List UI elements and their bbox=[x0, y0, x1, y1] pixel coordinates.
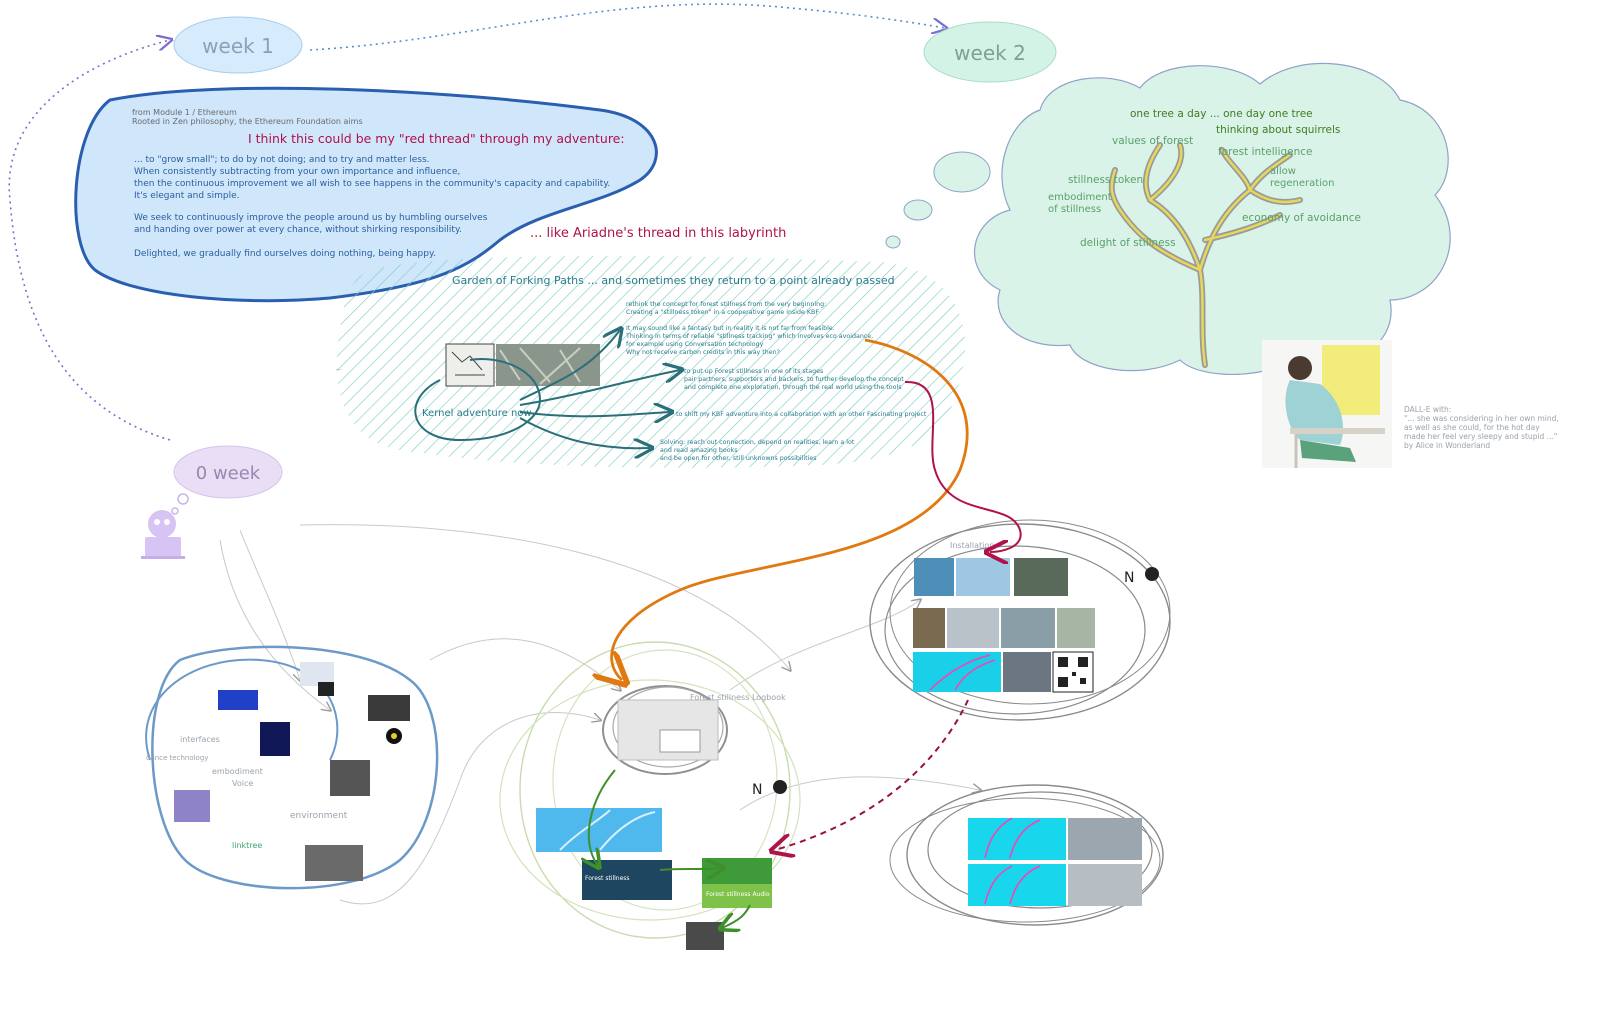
bw-photo-thumbnail[interactable] bbox=[330, 760, 370, 796]
label-interfaces: interfaces bbox=[180, 735, 220, 744]
quote-line-6: and handing over power at every chance, … bbox=[134, 225, 462, 235]
week1-text: week 1 bbox=[202, 34, 274, 58]
garden-note-6: to put up Forest stillness in one of its… bbox=[684, 368, 823, 375]
install-photo-6[interactable] bbox=[1001, 608, 1055, 648]
tree-intelligence-label: forest intelligence bbox=[1218, 146, 1313, 158]
tree-embodiment-label-2: of stillness bbox=[1048, 204, 1101, 215]
sketch-thumbnail[interactable] bbox=[446, 344, 494, 386]
video-call-thumbnail[interactable] bbox=[368, 695, 410, 721]
tree-allow-label-1: allow bbox=[1270, 166, 1296, 177]
label-linktree: linktree bbox=[232, 841, 262, 850]
quote-line-3: then the continuous improvement we all w… bbox=[134, 179, 610, 189]
week-connector-1-to-2 bbox=[310, 4, 945, 50]
small-bw-thumbnail[interactable] bbox=[686, 922, 724, 950]
article-title: Forest stillness bbox=[585, 875, 630, 882]
yellow-dot-center bbox=[391, 733, 397, 739]
quote-line-5: We seek to continuously improve the peop… bbox=[134, 213, 488, 223]
bottom-photo-4[interactable] bbox=[1068, 864, 1142, 906]
garden-note-0: rethink the concept for forest stillness… bbox=[626, 301, 826, 308]
week0-text: 0 week bbox=[196, 463, 261, 484]
left-cluster[interactable]: interfaces embodiment Voice environment … bbox=[146, 647, 437, 888]
dalle-caption-4: made her feel very sleepy and stupid ...… bbox=[1404, 432, 1557, 441]
week2-label[interactable]: week 2 bbox=[924, 22, 1056, 82]
dalle-caption-5: by Alice in Wonderland bbox=[1404, 441, 1490, 450]
quote-line-7: Delighted, we gradually find ourselves d… bbox=[134, 249, 436, 259]
week1-label[interactable]: week 1 bbox=[174, 17, 302, 73]
label-dance-tech: dance technology bbox=[146, 754, 208, 762]
tree-top-label: one tree a day ... one day one tree bbox=[1130, 108, 1313, 120]
tree-token-label: stillness token bbox=[1068, 174, 1143, 186]
performance-thumbnail[interactable] bbox=[218, 690, 258, 710]
quote-line-2: When consistently subtracting from your … bbox=[134, 167, 460, 177]
gray-link-5 bbox=[730, 600, 920, 690]
gray-link-1 bbox=[300, 525, 790, 670]
garden-title: Garden of Forking Paths ... and sometime… bbox=[452, 274, 895, 287]
quote-headline: I think this could be my "red thread" th… bbox=[248, 131, 625, 146]
dark-thumbnail[interactable] bbox=[318, 682, 334, 696]
tree-values-label: values of forest bbox=[1112, 135, 1193, 147]
quote-source2: Rooted in Zen philosophy, the Ethereum F… bbox=[132, 117, 363, 126]
tree-thought-cloud[interactable]: one tree a day ... one day one tree thin… bbox=[886, 63, 1450, 374]
label-voice: Voice bbox=[232, 779, 253, 788]
install-photo-3[interactable] bbox=[1014, 558, 1068, 596]
dark-circle-logo-right[interactable] bbox=[1145, 567, 1159, 581]
garden-note-2: It may sound like a fantasy but in reali… bbox=[626, 325, 835, 332]
install-photo-5[interactable] bbox=[947, 608, 999, 648]
ariadne-caption: ... like Ariadne's thread in this labyri… bbox=[530, 226, 786, 241]
logbook-label: Forest stillness Logbook bbox=[690, 693, 786, 702]
garden-note-1: Creating a "stillness token" in a cooper… bbox=[626, 309, 819, 316]
kernel-node[interactable]: Kernel adventure now bbox=[422, 408, 532, 419]
install-photo-1[interactable] bbox=[914, 558, 954, 596]
green-card-text: Forest stillness Audio bbox=[706, 891, 770, 898]
garden-note-12: and be open for other, still unknowns po… bbox=[660, 455, 817, 462]
forest-bw-thumbnail[interactable] bbox=[305, 845, 363, 881]
quote-line-1: ... to "grow small"; to do by not doing;… bbox=[134, 155, 430, 165]
colorbars-thumbnail[interactable] bbox=[174, 790, 210, 822]
garden-note-5: Why not receive carbon credits in this w… bbox=[626, 349, 780, 356]
n-logo-center[interactable]: N bbox=[752, 782, 762, 798]
garden-note-4: for example using Conversation technolog… bbox=[626, 341, 764, 348]
garden-note-11: and read amazing books bbox=[660, 447, 738, 454]
tree-squirrels-label: thinking about squirrels bbox=[1216, 124, 1340, 136]
tree-embodiment-label-1: embodiment bbox=[1048, 192, 1112, 203]
garden-note-3: Thinking in terms of reliable "stillness… bbox=[625, 333, 873, 340]
n-logo-right[interactable]: N bbox=[1124, 570, 1134, 586]
install-photo-7[interactable] bbox=[1057, 608, 1095, 648]
tree-economy-label: economy of avoidance bbox=[1242, 212, 1361, 224]
bottom-photo-3[interactable] bbox=[1068, 818, 1142, 860]
quote-source1: from Module 1 / Ethereum bbox=[132, 108, 237, 117]
dark-circle-logo-center[interactable] bbox=[773, 780, 787, 794]
week2-text: week 2 bbox=[954, 41, 1026, 65]
avatar-laptop[interactable] bbox=[141, 494, 188, 559]
red-dashed-arrow bbox=[775, 700, 968, 850]
garden-note-8: and complete one exploration, through th… bbox=[684, 384, 902, 391]
garden-left-note: ... bbox=[336, 365, 342, 372]
logbook-card[interactable] bbox=[660, 730, 700, 752]
install-photo-2[interactable] bbox=[956, 558, 1010, 596]
install-photo-9[interactable] bbox=[1003, 652, 1051, 692]
quote-line-4: It's elegant and simple. bbox=[134, 191, 239, 201]
dalle-caption-3: as well as she could, for the hot day bbox=[1404, 423, 1540, 432]
install-photo-4[interactable] bbox=[913, 608, 945, 648]
label-environment: environment bbox=[290, 811, 348, 821]
dalle-image[interactable] bbox=[1262, 340, 1392, 468]
dalle-caption-1: DALL-E with: bbox=[1404, 405, 1451, 414]
tree-delight-label: delight of stillness bbox=[1080, 237, 1176, 249]
garden-note-10: Solving: reach out connection, depend on… bbox=[660, 439, 855, 446]
stage-thumbnail[interactable] bbox=[260, 722, 290, 756]
tree-allow-label-2: regeneration bbox=[1270, 178, 1334, 189]
label-embodiment: embodiment bbox=[212, 767, 263, 776]
week0-label[interactable]: 0 week bbox=[174, 446, 282, 498]
garden-region[interactable]: Garden of Forking Paths ... and sometime… bbox=[336, 256, 965, 468]
dalle-caption-2: "... she was considering in her own mind… bbox=[1404, 414, 1559, 423]
green-banner-thumbnail[interactable] bbox=[702, 858, 772, 884]
garden-note-7: pair partners, supporters and backers, t… bbox=[684, 376, 904, 383]
installation-label: Installation bbox=[950, 541, 994, 550]
gray-link-2 bbox=[240, 530, 300, 680]
garden-note-9: to shift my KBF adventure into a collabo… bbox=[676, 411, 927, 418]
